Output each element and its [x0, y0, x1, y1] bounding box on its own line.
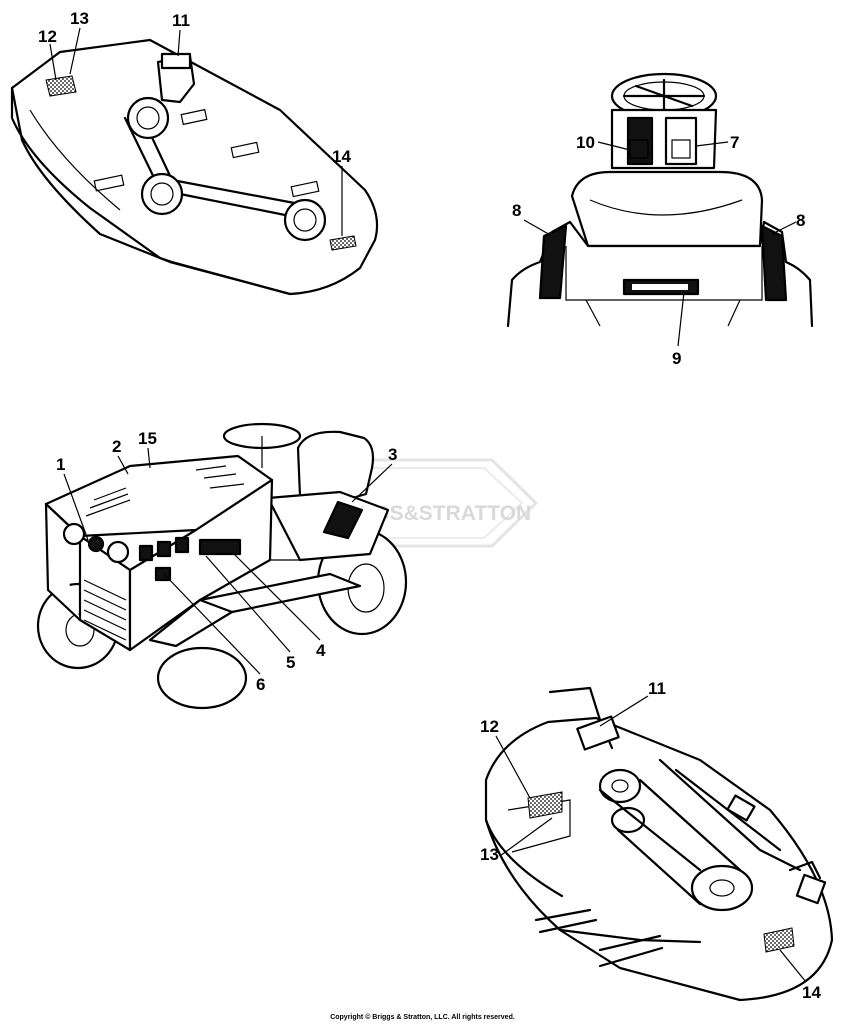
seat-rear-view — [506, 72, 814, 328]
seat-view-callouts: 10 7 8 8 9 — [512, 133, 805, 368]
callout-label: 13 — [70, 9, 89, 28]
callout-label: 9 — [672, 349, 681, 368]
callout-label: 12 — [480, 717, 499, 736]
tractor-callouts: 1 2 15 3 6 5 4 — [56, 429, 397, 694]
callout-label: 8 — [796, 211, 805, 230]
callout-label: 11 — [172, 11, 190, 30]
lawn-tractor-side-view — [36, 422, 408, 710]
callout-label: 6 — [256, 675, 265, 694]
callout-label: 11 — [648, 679, 666, 698]
deck-top-callouts: 12 13 11 14 — [38, 9, 351, 236]
callout-label: 12 — [38, 27, 57, 46]
callout-label: 10 — [576, 133, 595, 152]
callout-label: 1 — [56, 455, 65, 474]
deck-bottom-callouts: 11 12 13 14 — [480, 679, 821, 1002]
mower-deck-top-view — [10, 38, 379, 296]
callout-label: 8 — [512, 201, 521, 220]
mower-deck-underside-view — [484, 686, 834, 1002]
callout-label: 4 — [316, 641, 326, 660]
callout-label: 15 — [138, 429, 157, 448]
callout-label: 14 — [802, 983, 821, 1002]
callout-label: 13 — [480, 845, 499, 864]
copyright-notice: Copyright © Briggs & Stratton, LLC. All … — [330, 1014, 515, 1021]
callout-label: 14 — [332, 147, 351, 166]
callout-label: 2 — [112, 437, 121, 456]
callout-label: 3 — [388, 445, 397, 464]
callout-label: 5 — [286, 653, 295, 672]
callout-label: 7 — [730, 133, 739, 152]
